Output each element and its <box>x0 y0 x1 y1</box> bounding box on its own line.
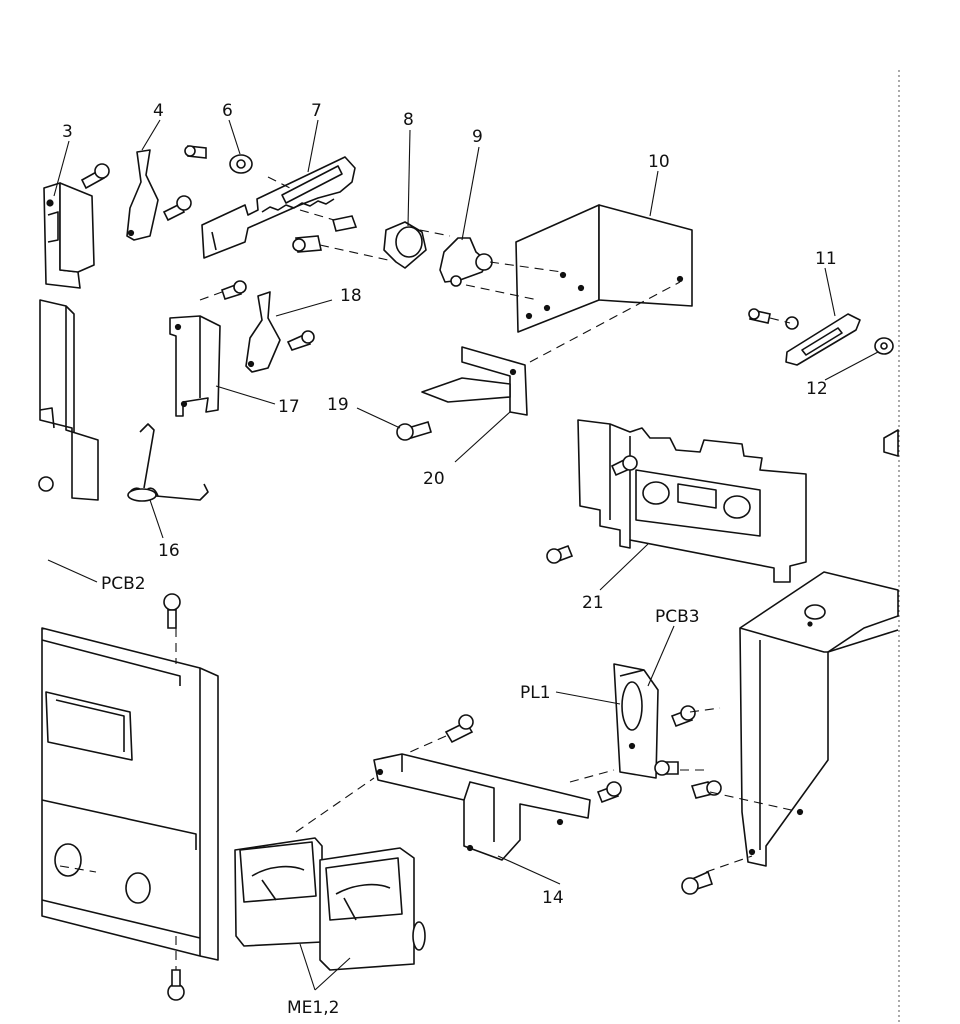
front-panel <box>41 627 219 961</box>
label-16: 16 <box>158 541 180 561</box>
right-chassis-screw <box>681 870 714 895</box>
right-side-chassis <box>739 571 899 867</box>
right-edge-part <box>883 429 899 457</box>
label-8: 8 <box>403 110 414 130</box>
pcb3-board <box>613 663 659 779</box>
label-12: 12 <box>806 379 828 399</box>
part-11-screws <box>748 308 799 330</box>
label-7: 7 <box>311 101 322 121</box>
label-9: 9 <box>472 127 483 147</box>
label-pcb3: PCB3 <box>655 607 700 627</box>
label-3: 3 <box>62 122 73 142</box>
label-17: 17 <box>278 397 300 417</box>
meter-1 <box>234 837 323 947</box>
part-18-screw <box>286 330 315 351</box>
part-4-screw <box>162 195 192 222</box>
label-20: 20 <box>423 469 445 489</box>
part-14-screw <box>444 714 474 744</box>
part-17-screw <box>220 280 247 300</box>
part-4-lever <box>126 149 159 241</box>
left-chassis-wall <box>38 299 99 501</box>
part-18-lever <box>245 291 281 373</box>
part-21-screws <box>546 455 638 564</box>
part-17-bracket <box>169 315 221 417</box>
label-10: 10 <box>648 152 670 172</box>
label-me: ME1,2 <box>287 998 339 1018</box>
label-pcb2: PCB2 <box>101 574 146 594</box>
part-14-mounting-bar <box>373 753 591 861</box>
label-18: 18 <box>340 286 362 306</box>
label-11: 11 <box>815 249 837 269</box>
label-pl1: PL1 <box>520 683 551 703</box>
part-3-bracket <box>43 182 95 289</box>
label-4: 4 <box>153 101 164 121</box>
part-12-nut <box>874 337 894 355</box>
part-21-cassette-holder <box>577 419 807 583</box>
part-11-plate <box>785 313 861 366</box>
label-6: 6 <box>222 101 233 121</box>
label-19: 19 <box>327 395 349 415</box>
part-7-slider <box>201 156 356 259</box>
label-21: 21 <box>582 593 604 613</box>
part-labels: 3 4 6 7 8 9 10 11 12 14 16 17 18 19 20 2… <box>62 101 837 1018</box>
part-19-screw <box>396 421 432 441</box>
pcb3-screws <box>596 705 722 804</box>
front-panel-screws <box>163 593 185 1001</box>
label-14: 14 <box>542 888 564 908</box>
part-6-screw-washer <box>184 145 253 174</box>
meter-2 <box>319 847 426 971</box>
part-10-l-bracket <box>515 204 693 333</box>
part-9-arm <box>439 237 493 287</box>
assembly-lines <box>59 176 801 970</box>
part-20-stopper <box>421 346 528 416</box>
part-3-screw <box>80 163 110 190</box>
part-8-roller <box>292 215 427 269</box>
part-16-spring <box>127 423 209 502</box>
leader-lines <box>47 119 879 991</box>
